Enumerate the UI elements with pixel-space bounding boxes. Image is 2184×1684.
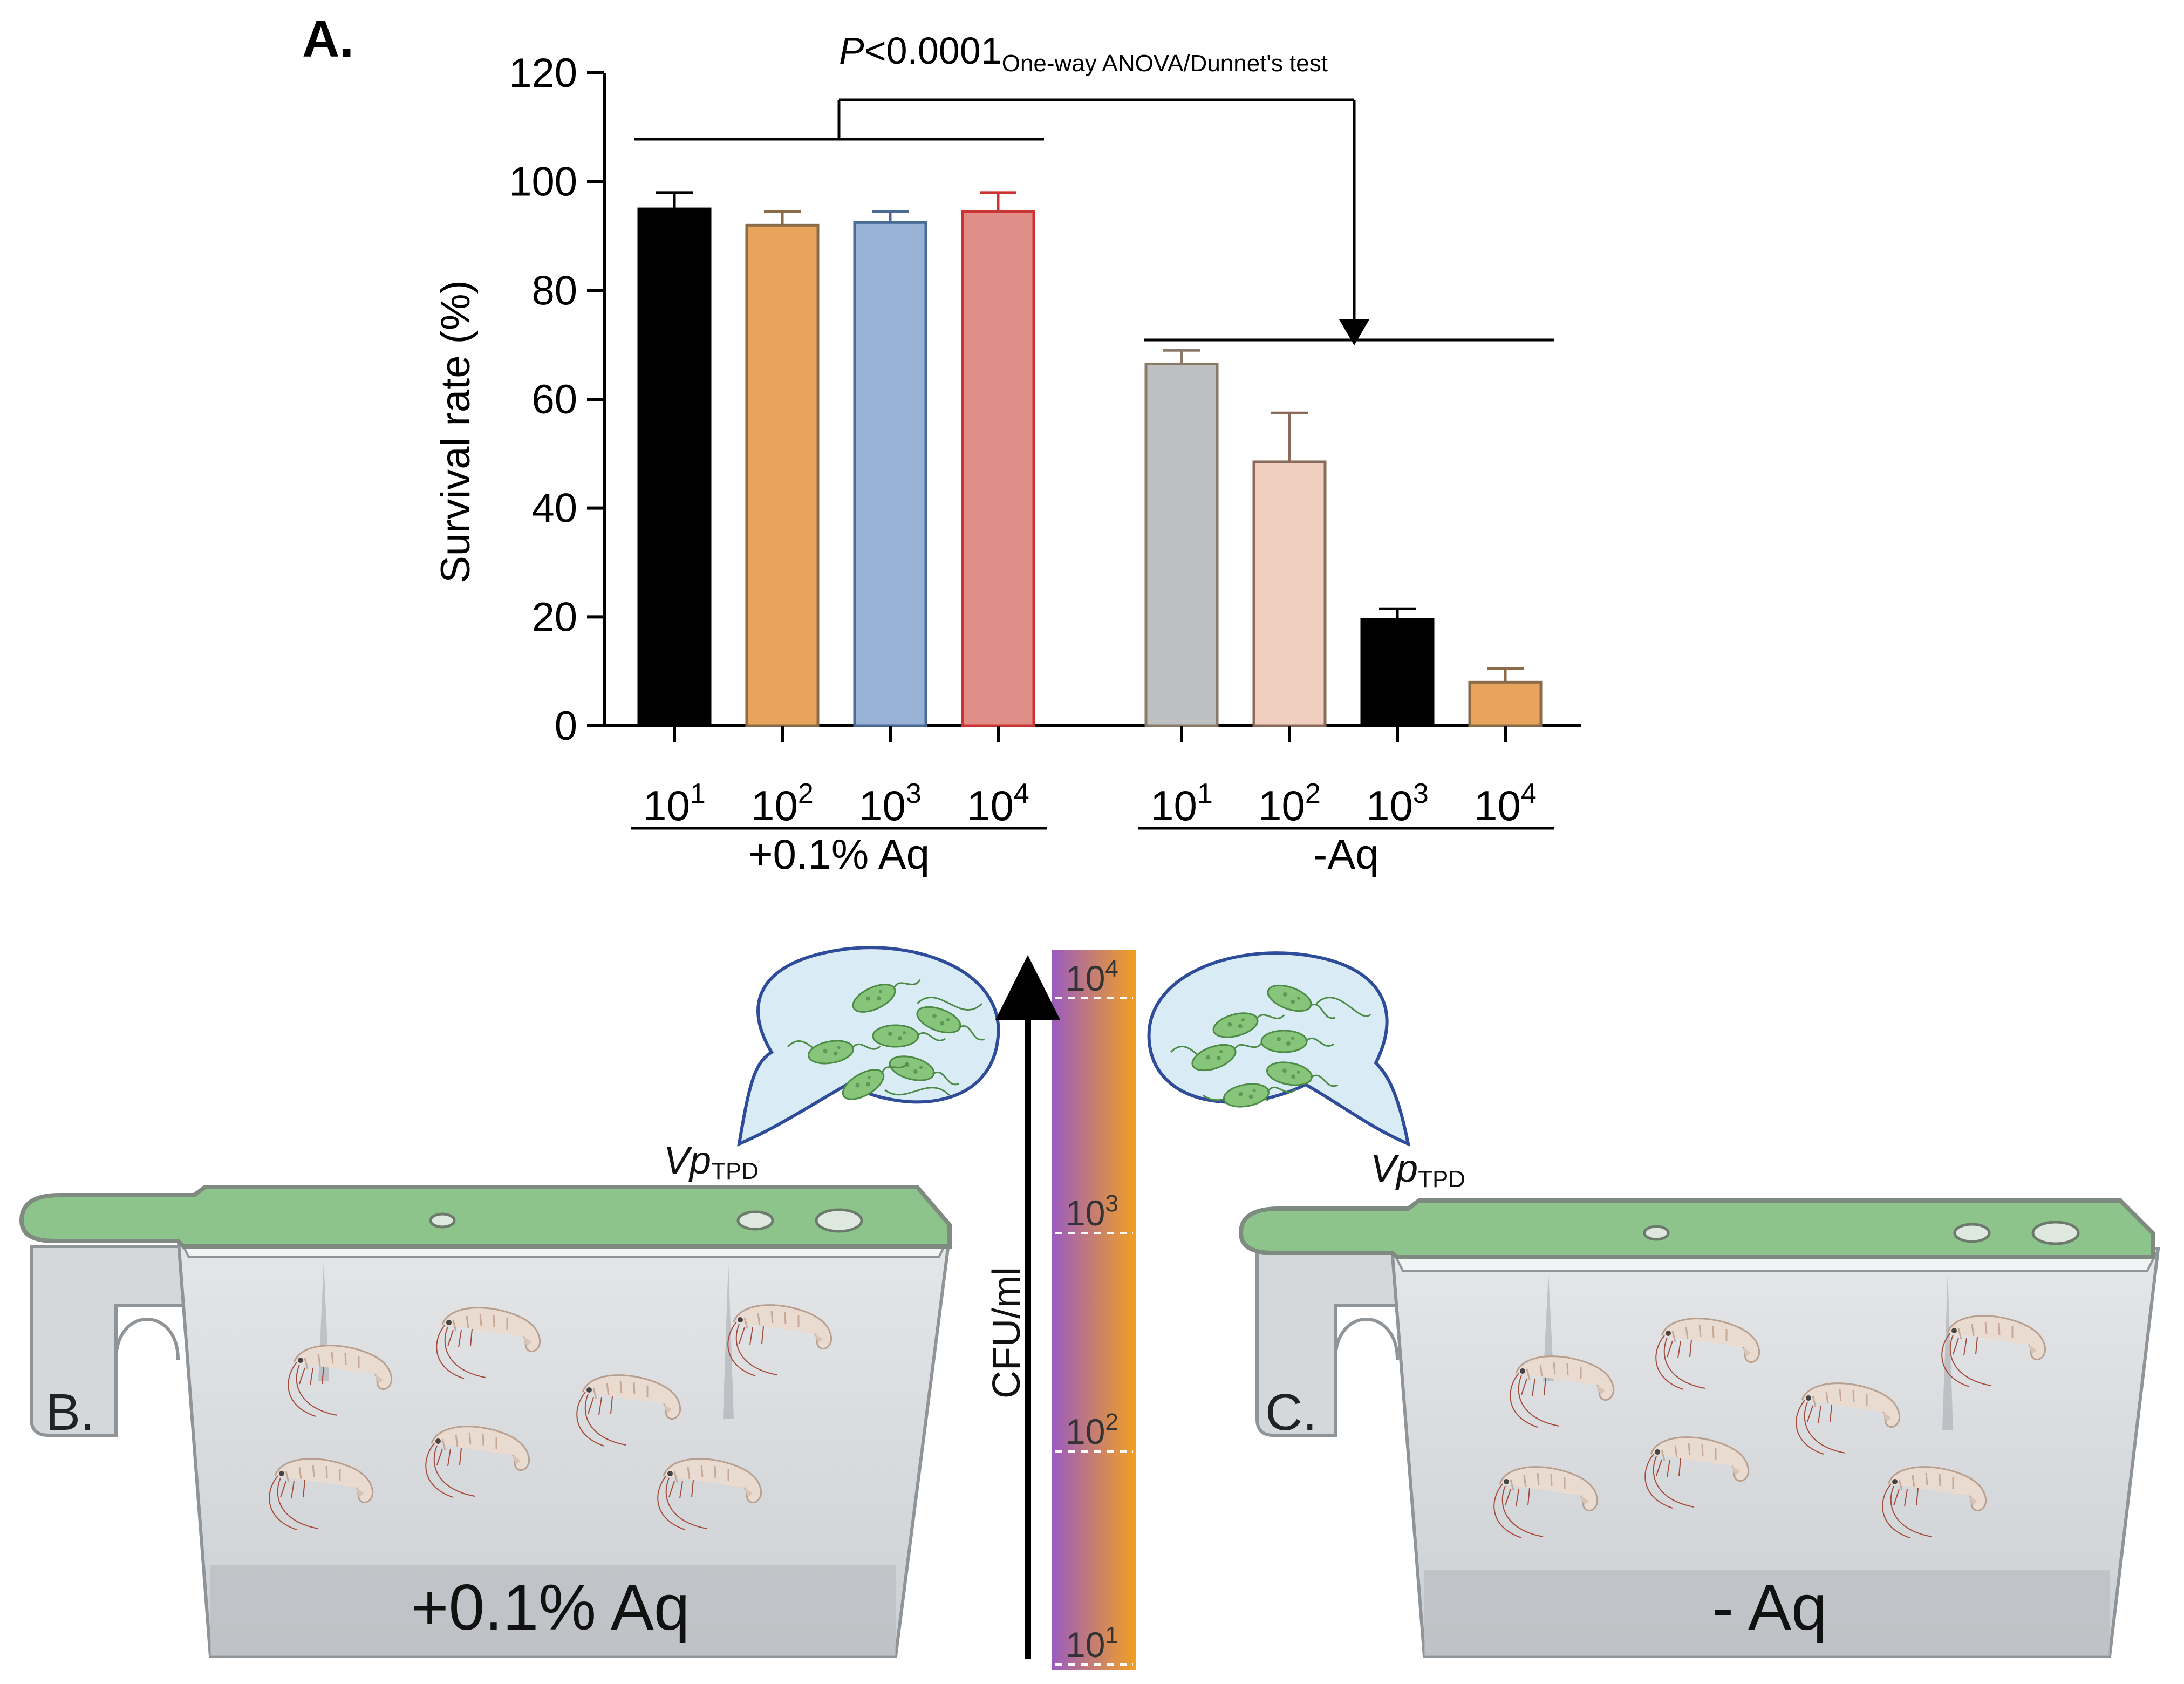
group-label: +0.1% Aq bbox=[748, 830, 930, 878]
cfu-axis-label: CFU/ml bbox=[985, 1267, 1028, 1399]
y-tick-label: 0 bbox=[555, 703, 577, 749]
tank-with-aq bbox=[19, 1185, 952, 1658]
bar bbox=[961, 210, 1035, 727]
significance-annotation: P<0.0001One-way ANOVA/Dunnet's test bbox=[839, 30, 1328, 77]
cfu-tick-label: 103 bbox=[1066, 1190, 1118, 1233]
bar bbox=[853, 221, 927, 727]
y-tick-label: 60 bbox=[531, 377, 577, 422]
bar bbox=[745, 223, 820, 727]
bar bbox=[1468, 680, 1543, 727]
arrow-head bbox=[1339, 319, 1369, 345]
panel-a-label: A. bbox=[302, 10, 354, 68]
tank-b-caption: +0.1% Aq bbox=[411, 1571, 690, 1644]
x-tick-label: 103 bbox=[1366, 778, 1429, 829]
y-tick-label: 120 bbox=[509, 50, 577, 96]
tank-c-caption: - Aq bbox=[1712, 1571, 1827, 1644]
panel-b-label: B. bbox=[46, 1383, 95, 1441]
x-tick-label: 102 bbox=[751, 778, 814, 829]
y-tick-label: 40 bbox=[531, 486, 577, 531]
bacteria-label-c: VpTPD bbox=[1370, 1147, 1465, 1192]
bacteria-bubble-c bbox=[1147, 951, 1411, 1147]
group-label: -Aq bbox=[1313, 830, 1378, 878]
cfu-scale: 104 103 102 101 bbox=[995, 950, 1136, 1670]
cfu-tick-label: 101 bbox=[1066, 1622, 1118, 1665]
bacteria-label-b: VpTPD bbox=[664, 1139, 759, 1184]
x-tick-label: 104 bbox=[967, 778, 1029, 829]
y-tick-label: 80 bbox=[531, 268, 577, 313]
x-tick-label: 101 bbox=[643, 778, 706, 829]
bacteria-bubble-b bbox=[737, 946, 1000, 1147]
x-tick-label: 104 bbox=[1474, 778, 1537, 829]
panel-c-label: C. bbox=[1265, 1383, 1317, 1441]
x-tick-label: 101 bbox=[1150, 778, 1213, 829]
x-tick-label: 103 bbox=[859, 778, 922, 829]
y-tick-label: 20 bbox=[531, 594, 577, 640]
y-axis-label: Survival rate (%) bbox=[433, 280, 479, 583]
bar bbox=[637, 207, 712, 727]
x-tick-label: 102 bbox=[1258, 778, 1321, 829]
tank-without-aq bbox=[1238, 1198, 2160, 1658]
bar bbox=[1252, 460, 1327, 727]
y-tick-label: 100 bbox=[509, 159, 577, 205]
bar bbox=[1144, 362, 1219, 727]
bar bbox=[1360, 618, 1435, 727]
cfu-tick-label: 104 bbox=[1066, 956, 1118, 998]
cfu-tick-label: 102 bbox=[1066, 1409, 1118, 1451]
